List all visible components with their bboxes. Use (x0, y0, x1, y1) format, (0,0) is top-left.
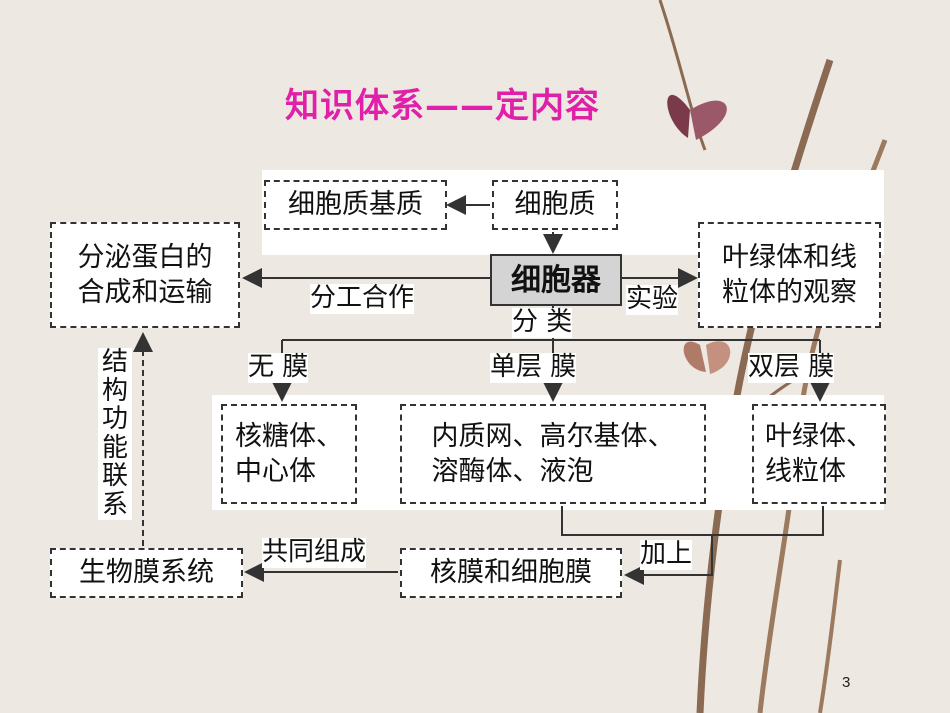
label-together-compose: 共同组成 (262, 537, 367, 568)
label-add: 加上 (640, 539, 693, 570)
label-no-membrane: 无 膜 (248, 352, 309, 383)
single-membrane-line-1: 内质网、高尔基体、 (431, 420, 675, 452)
page-title: 知识体系——定内容 (285, 86, 600, 126)
no-membrane-line-2: 中心体 (235, 456, 316, 487)
node-biomembrane-system: 生物膜系统 (50, 548, 243, 598)
node-cytoplasmic-matrix: 细胞质基质 (264, 180, 447, 230)
label-single-membrane: 单层 膜 (490, 352, 577, 383)
secretory-line-2: 合成和运输 (77, 277, 213, 308)
observation-line-1: 叶绿体和线 (722, 241, 857, 273)
butterfly-middle-icon (683, 341, 731, 374)
label-classification: 分 类 (512, 307, 573, 338)
double-membrane-line-1: 叶绿体、 (765, 420, 873, 452)
node-no-membrane: 核糖体、 中心体 (221, 404, 357, 504)
page-number: 3 (842, 674, 851, 691)
no-membrane-line-1: 核糖体、 (235, 420, 343, 452)
node-chloro-mito-observation: 叶绿体和线 粒体的观察 (698, 222, 881, 328)
node-single-membrane: 内质网、高尔基体、 溶酶体、液泡 (400, 404, 706, 504)
node-cytoplasm: 细胞质 (492, 180, 618, 230)
node-secretory-protein: 分泌蛋白的 合成和运输 (50, 222, 240, 328)
node-organelles: 细胞器 (490, 254, 622, 306)
butterfly-top-icon (667, 94, 727, 140)
double-membrane-line-2: 线粒体 (765, 456, 846, 487)
label-division-cooperation: 分工合作 (310, 283, 415, 314)
node-double-membrane: 叶绿体、 线粒体 (752, 404, 886, 504)
observation-line-2: 粒体的观察 (722, 277, 857, 308)
secretory-line-1: 分泌蛋白的 (77, 241, 213, 273)
label-structure-function-link: 结构功能联系 (98, 348, 132, 520)
single-membrane-line-2: 溶酶体、液泡 (431, 456, 594, 487)
label-experiment: 实验 (626, 284, 679, 315)
label-double-membrane: 双层 膜 (748, 352, 835, 383)
node-nuclear-cell-membrane: 核膜和细胞膜 (400, 548, 622, 598)
